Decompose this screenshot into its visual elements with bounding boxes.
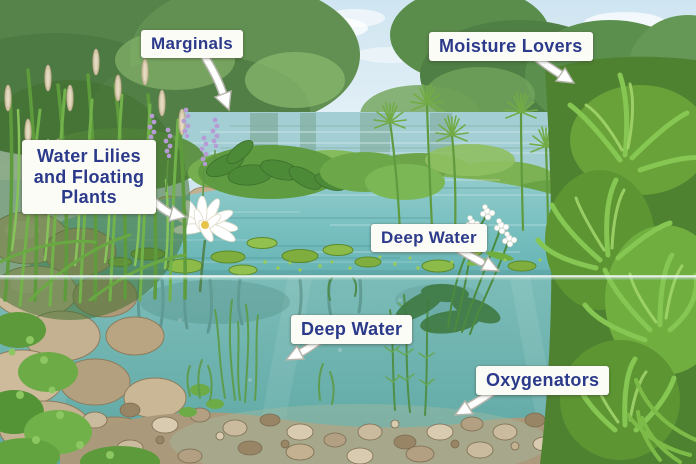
- moisture-lover-plants: [535, 56, 696, 464]
- label-water-lilies-line2: and Floating: [33, 166, 145, 187]
- deep-water-plant: [395, 204, 518, 335]
- gravel-bed: [60, 402, 696, 464]
- label-oxygenators: Oxygenators: [476, 366, 610, 395]
- label-moisture-lovers-text: Moisture Lovers: [439, 36, 583, 56]
- label-water-lilies-line3: Plants: [61, 187, 117, 208]
- label-marginals: Marginals: [141, 30, 244, 58]
- label-water-lilies: Water Lilies and Floating Plants: [22, 140, 156, 215]
- label-water-lilies-line1: Water Lilies: [37, 146, 141, 166]
- label-deep-water-upper-text: Deep Water: [381, 228, 477, 247]
- label-moisture-lovers: Moisture Lovers: [429, 32, 593, 61]
- label-arrows: [145, 52, 576, 416]
- label-marginals-text: Marginals: [151, 34, 234, 53]
- arrow-marginals: [200, 52, 232, 112]
- marginal-plants: [147, 107, 445, 200]
- label-oxygenators-text: Oxygenators: [486, 370, 600, 390]
- left-creeping-plants: [0, 312, 335, 464]
- label-deep-water-upper: Deep Water: [371, 224, 487, 252]
- label-deep-water-lower: Deep Water: [291, 315, 413, 344]
- waterline: [0, 275, 696, 280]
- label-deep-water-lower-text: Deep Water: [301, 319, 403, 339]
